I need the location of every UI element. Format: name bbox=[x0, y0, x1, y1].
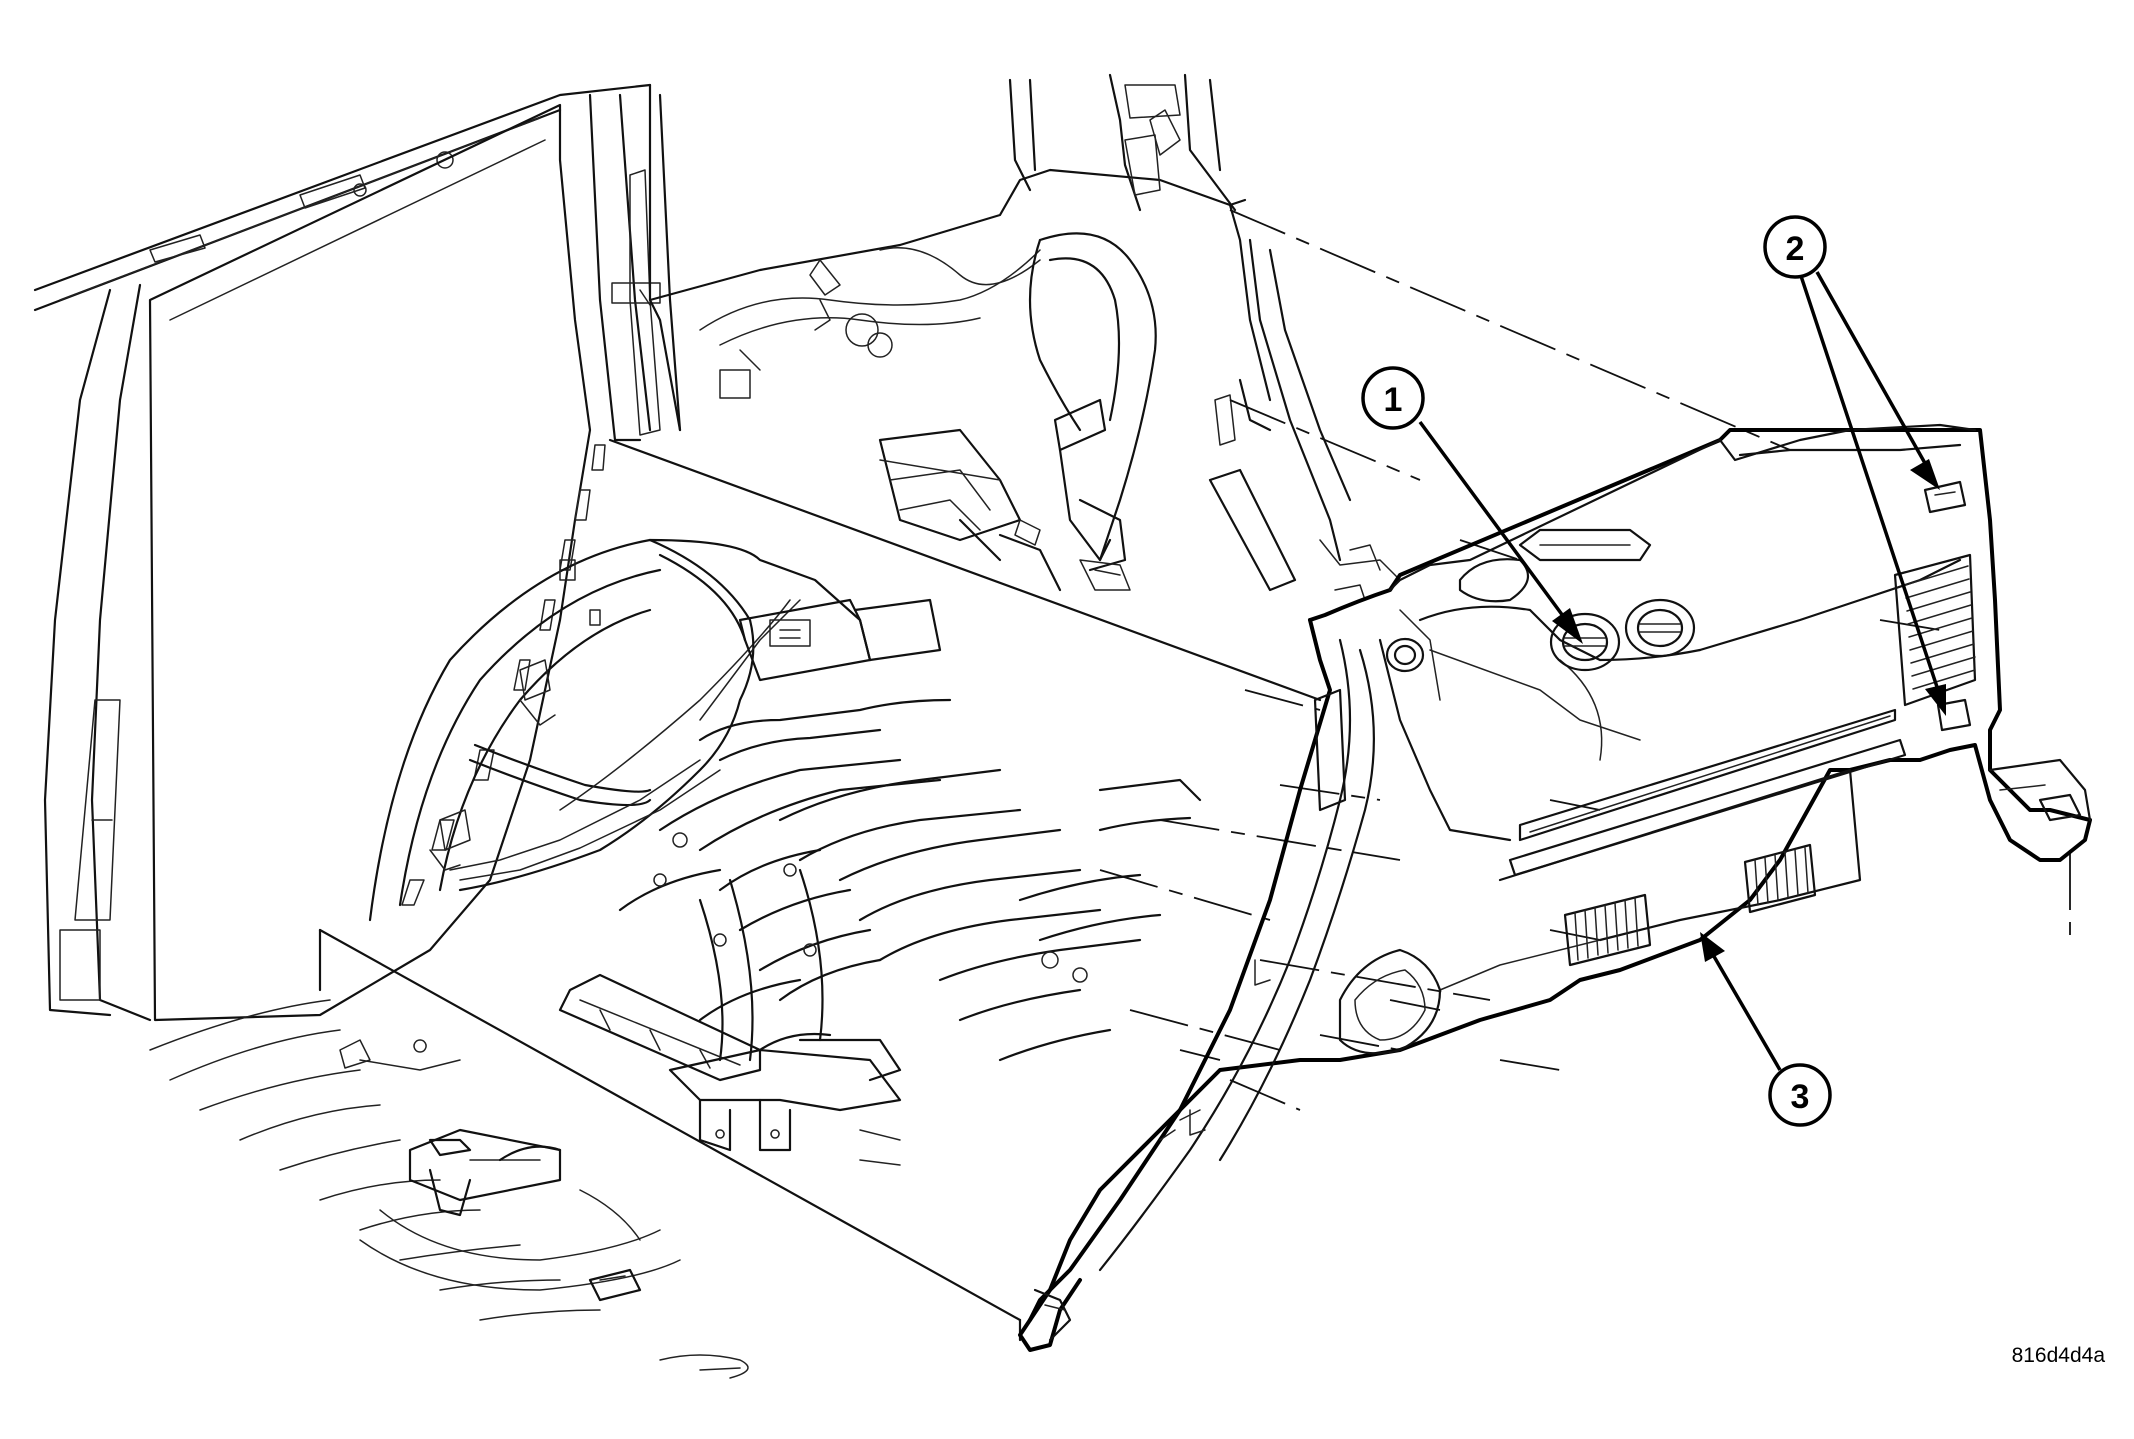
callout-3-circle bbox=[1768, 1063, 1832, 1127]
rear-compartment-structure bbox=[648, 73, 1401, 601]
callout-3-group: 3 bbox=[1700, 932, 1832, 1127]
quarter-trim-panel bbox=[1018, 423, 2092, 1352]
callout-3-label: 3 bbox=[1791, 1078, 1810, 1116]
vehicle-body-left-side bbox=[33, 83, 682, 1022]
floor-pan bbox=[558, 698, 1202, 1152]
callout-1-label: 1 bbox=[1384, 381, 1403, 419]
alignment-dashed-lines bbox=[1099, 209, 2071, 1111]
callout-2-group: 2 bbox=[1763, 215, 1946, 716]
callout-2-label: 2 bbox=[1786, 230, 1805, 268]
callout-2-circle bbox=[1763, 215, 1827, 279]
front-floor-panel bbox=[149, 928, 1022, 1379]
callout-1-circle bbox=[1361, 366, 1425, 430]
callout-1-group: 1 bbox=[1361, 366, 1583, 644]
figure-reference-code: 816d4d4a bbox=[2012, 1344, 2106, 1367]
left-wheel-well-and-floor bbox=[368, 438, 1322, 922]
